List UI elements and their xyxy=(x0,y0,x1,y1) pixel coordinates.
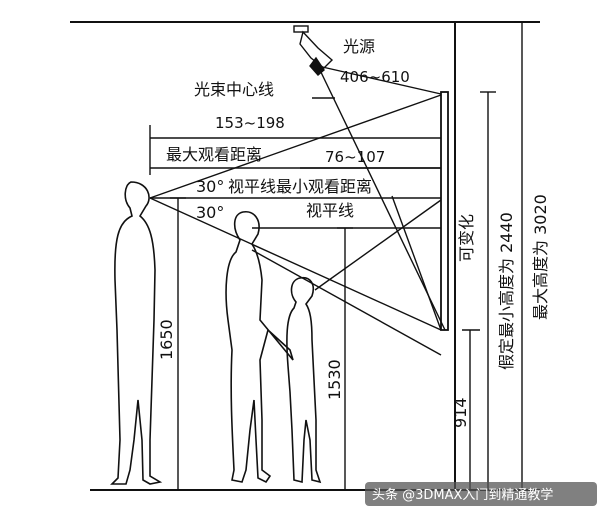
label-76-107: 76~107 xyxy=(325,148,385,166)
figure-man xyxy=(110,181,163,485)
label-light-source: 光源 xyxy=(343,37,375,56)
label-beam-center-line: 光束中心线 xyxy=(194,80,274,99)
label-sightline: 视平线 xyxy=(306,201,354,220)
light-fixture-base xyxy=(293,25,309,33)
sightline-child xyxy=(314,199,442,291)
label-angle-upper: 30° xyxy=(196,177,224,196)
watermark-bg xyxy=(365,482,597,506)
label-variable: 可变化 xyxy=(457,214,476,262)
sightline-down xyxy=(149,197,442,331)
label-max-viewing-distance: 最大观看距离 xyxy=(166,145,262,164)
label-angle-lower: 30° xyxy=(196,203,224,222)
label-height-1530: 1530 xyxy=(325,359,344,400)
label-height-914: 914 xyxy=(451,397,470,428)
beam-line-upper xyxy=(317,65,442,95)
label-assumed-min-height: 假定最小高度为 2440 xyxy=(497,212,516,370)
figure-woman xyxy=(225,210,294,484)
sightline-child-down xyxy=(251,249,442,356)
display-panel xyxy=(440,91,449,331)
watermark-text: 头条 @3DMAX入门到精通教学 xyxy=(372,487,553,503)
label-sightline-min-distance: 视平线最小观看距离 xyxy=(228,177,372,196)
figure-child xyxy=(286,276,322,484)
label-max-height: 最大高度为 3020 xyxy=(531,194,550,320)
label-height-1650: 1650 xyxy=(157,319,176,360)
sightline-up xyxy=(149,94,442,199)
sightline-diag xyxy=(391,195,442,331)
label-406-610: 406~610 xyxy=(340,68,410,86)
label-153-198: 153~198 xyxy=(215,114,285,132)
